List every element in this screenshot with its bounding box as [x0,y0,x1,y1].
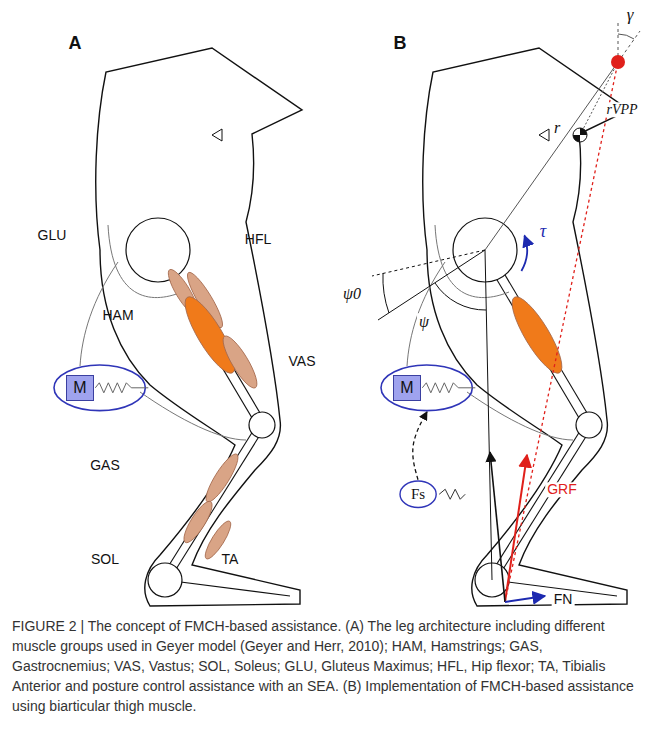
angle-symbol: γ [627,6,634,25]
motor-label: M [393,375,420,401]
force-symbol: FN [552,592,575,607]
muscle-label: GLU [38,228,67,243]
actuator-box: M [380,364,473,412]
muscle-label: TA [222,552,239,567]
length-symbol: r [552,119,562,137]
torque-symbol: τ [540,222,546,242]
muscle-label: VAS [289,354,316,369]
muscle-label: SOL [91,552,119,567]
leg-figure-a [80,48,302,606]
muscle-label: GAS [90,458,120,473]
motor-label: M [66,375,93,401]
muscle-label: HAM [102,308,133,323]
figure-caption: FIGURE 2 | The concept of FMCH-based ass… [12,616,642,716]
force-symbol: GRF [545,482,579,497]
leg-figure-b [407,48,629,606]
dashed-arrow [413,412,427,480]
length-symbol: rVPP [604,102,639,117]
muscle-label: HFL [245,232,271,247]
force-label: Fs [411,486,425,503]
force-ellipse: Fs [399,480,437,509]
panel-letter: A [69,34,82,54]
angle-symbol: ψ [417,313,431,331]
annotations-b [372,22,640,602]
biarticular-muscle [504,291,570,379]
panel-letter: B [394,34,407,54]
actuator-box: M [53,364,146,412]
angle-symbol: ψ0 [343,285,361,303]
muscles-a [164,266,263,562]
